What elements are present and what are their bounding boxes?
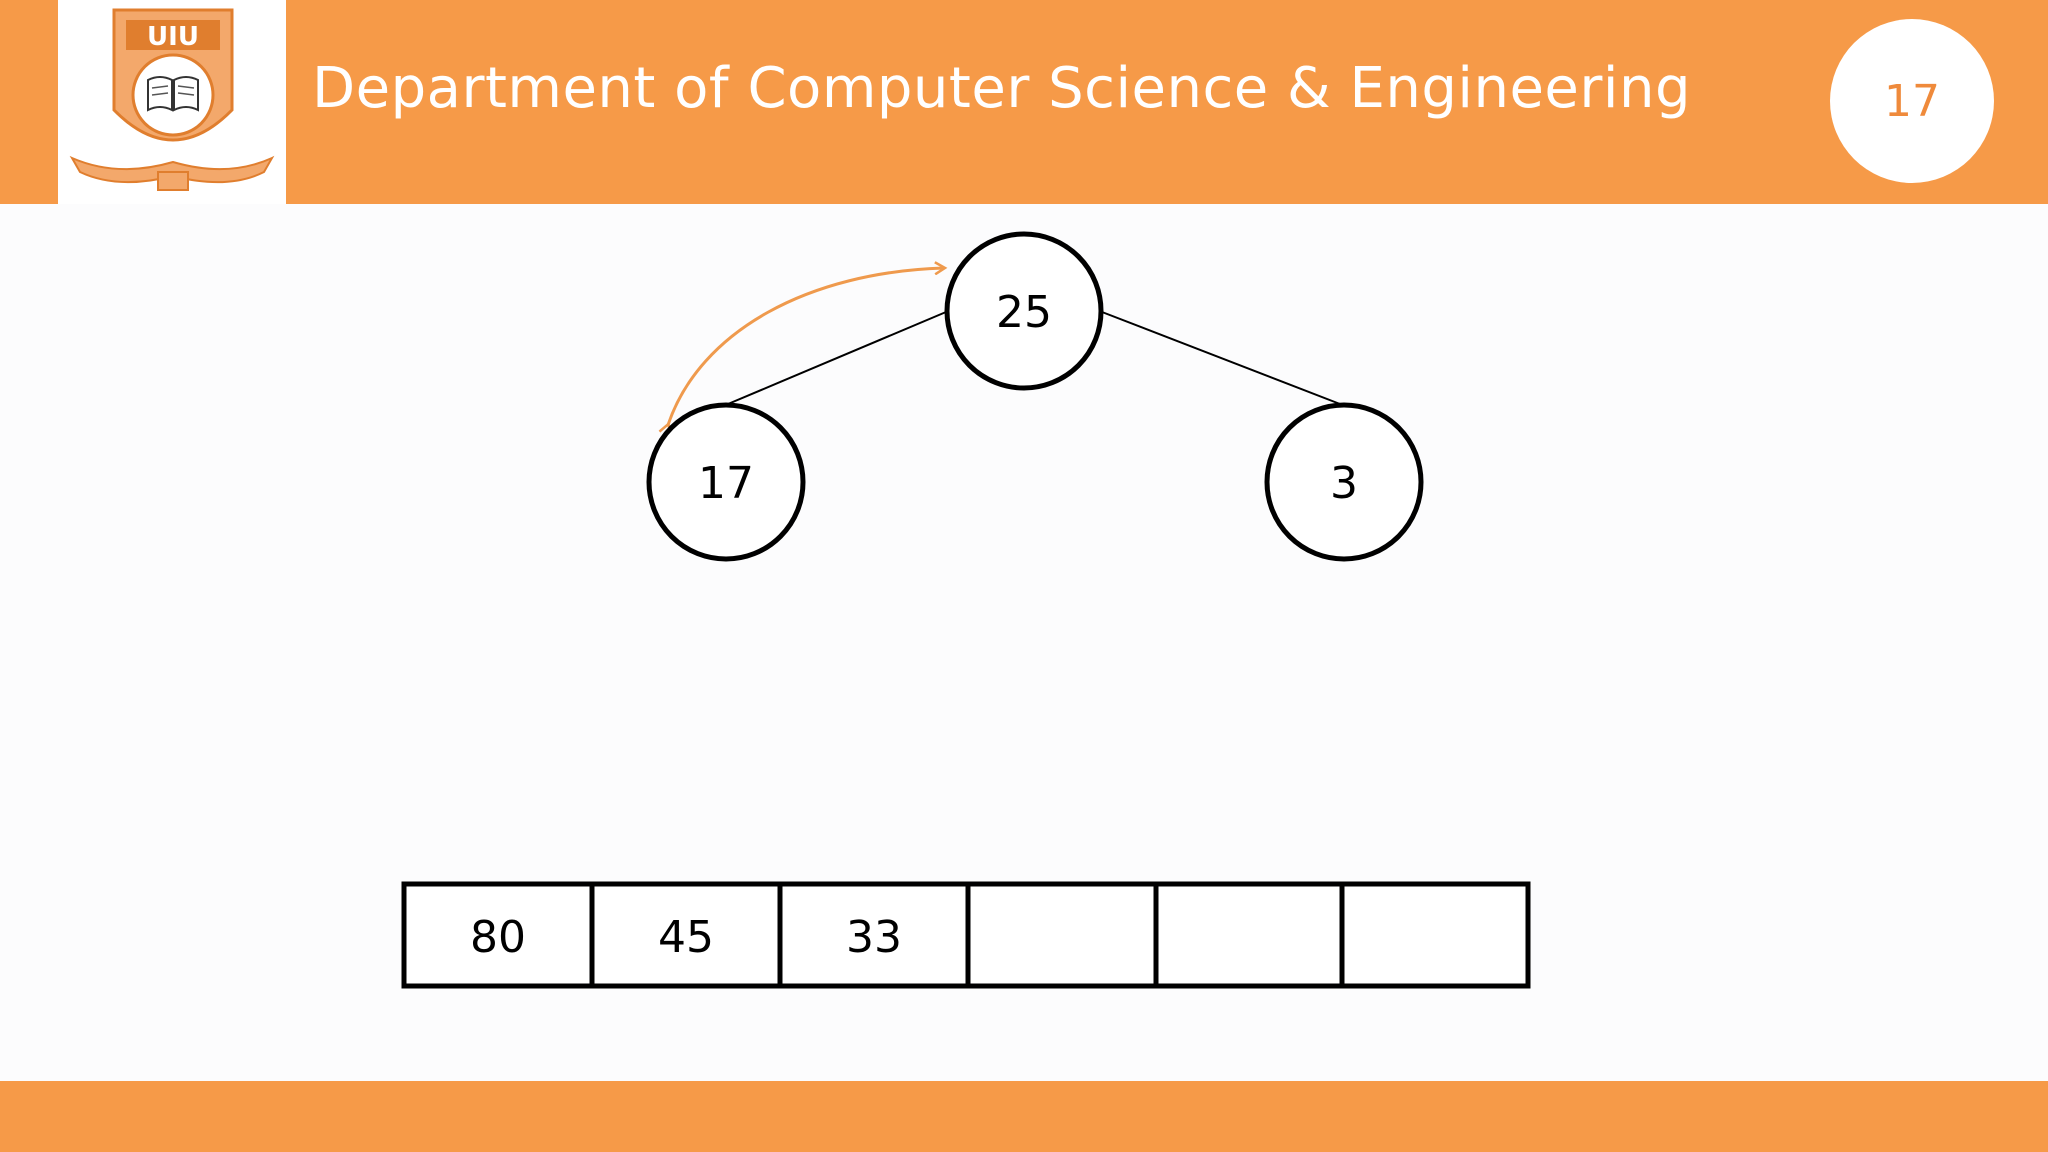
heap-diagram: 25 17 3 80 45 33 xyxy=(401,231,1531,989)
footer-bar xyxy=(0,1081,2048,1152)
tree-node-left: 17 xyxy=(646,402,806,562)
edge-root-right xyxy=(1101,311,1341,405)
edge-root-left xyxy=(727,311,947,405)
header-title: Department of Computer Science & Enginee… xyxy=(312,56,1691,121)
tree-node-root: 25 xyxy=(944,231,1104,391)
array-cell-2: 33 xyxy=(846,912,902,963)
header-bar xyxy=(0,0,2048,204)
university-logo: UIU xyxy=(58,0,286,204)
array-cell-1: 45 xyxy=(658,912,714,963)
node-right-label: 3 xyxy=(1330,458,1358,509)
heap-array: 80 45 33 xyxy=(401,881,1531,989)
page-number-badge: 17 xyxy=(1830,19,1994,183)
node-root-label: 25 xyxy=(996,287,1052,338)
svg-text:UIU: UIU xyxy=(147,22,199,52)
node-left-label: 17 xyxy=(698,458,754,509)
swap-arrow xyxy=(668,268,944,425)
array-cell-0: 80 xyxy=(470,912,526,963)
page-number: 17 xyxy=(1884,75,1940,127)
uiu-logo-icon: UIU xyxy=(69,8,275,191)
tree-node-right: 3 xyxy=(1264,402,1424,562)
